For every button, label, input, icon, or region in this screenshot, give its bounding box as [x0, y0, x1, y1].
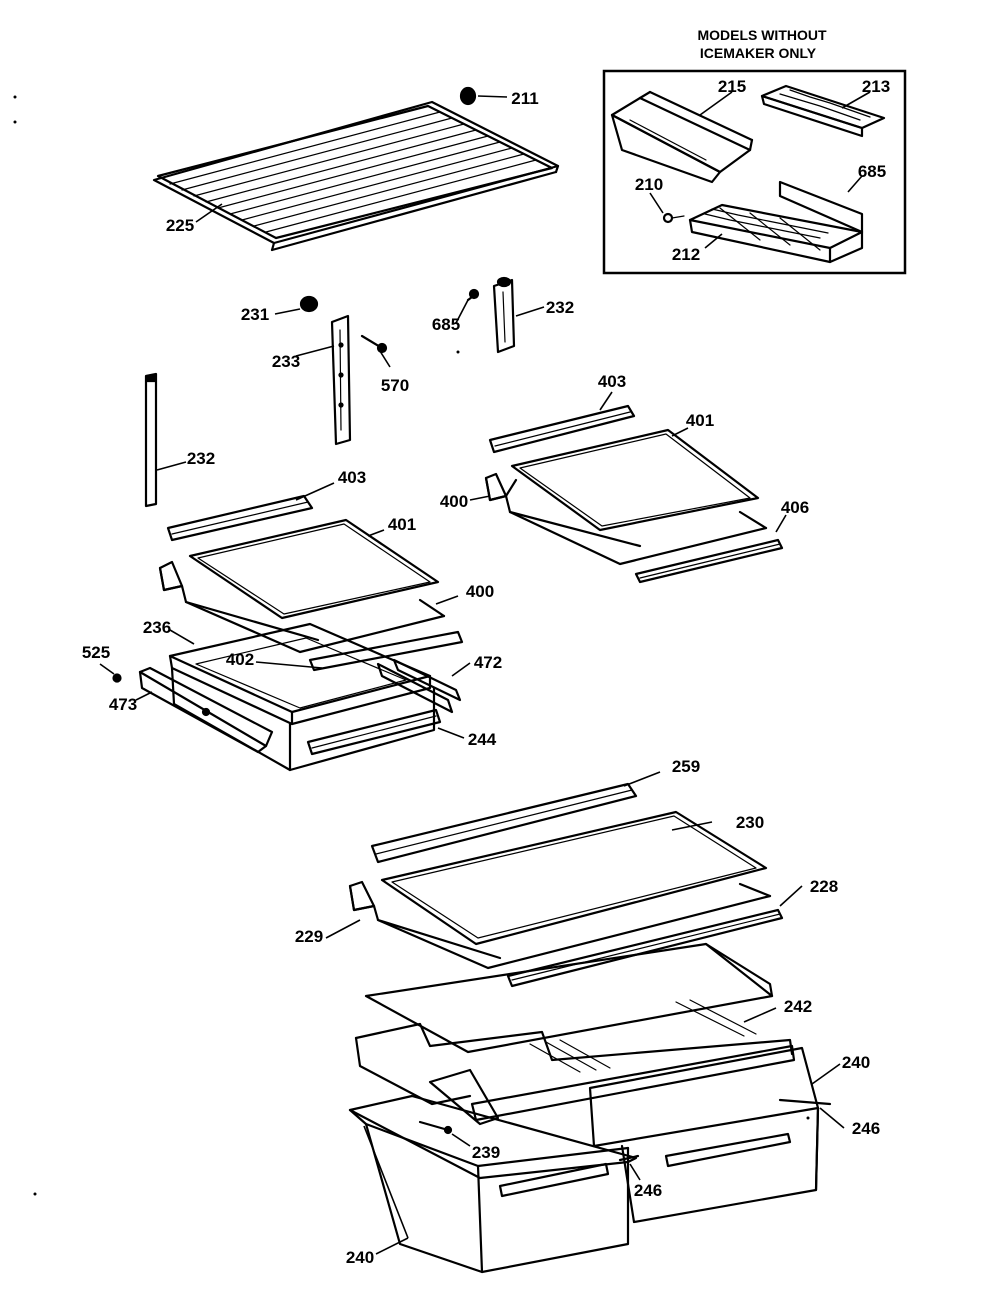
label-239: 239 [472, 1143, 500, 1162]
label-225: 225 [166, 216, 194, 235]
ice-bin-215 [610, 90, 754, 184]
shelf-stop-231 [299, 295, 319, 313]
label-246-right: 246 [852, 1119, 880, 1138]
label-401-left: 401 [388, 515, 416, 534]
label-240-left: 240 [346, 1248, 374, 1267]
label-240-right: 240 [842, 1053, 870, 1072]
shelf-frame-229 [348, 880, 772, 970]
pan-cover-236 [168, 622, 432, 726]
scan-speck [456, 350, 460, 354]
shelf-trim-259 [370, 782, 638, 864]
label-228: 228 [810, 877, 838, 896]
shelf-support-232-right [492, 276, 516, 354]
shelf-stop-211 [459, 86, 477, 106]
label-473: 473 [109, 695, 137, 714]
scan-speck [33, 1192, 37, 1196]
trim-front-402 [308, 630, 464, 672]
scan-speck [13, 95, 17, 99]
label-242: 242 [784, 997, 812, 1016]
label-230: 230 [736, 813, 764, 832]
pan-rail-246-right [778, 1098, 832, 1106]
shelf-support-232-left [144, 372, 158, 508]
ice-tray-213 [760, 84, 886, 138]
glass-401-right [510, 428, 760, 532]
label-402: 402 [226, 650, 254, 669]
crisper-cover-242 [364, 942, 774, 1054]
label-213: 213 [862, 77, 890, 96]
label-246-left: 246 [634, 1181, 662, 1200]
crisper-pan-240-left [348, 1094, 638, 1274]
label-215: 215 [718, 77, 746, 96]
glass-401-left [188, 518, 440, 620]
screw-210 [662, 212, 685, 224]
label-685-inset: 685 [858, 162, 886, 181]
wire-shelf-225 [152, 100, 560, 252]
ice-shelf-212 [688, 180, 864, 264]
label-236: 236 [143, 618, 171, 637]
screw-525 [112, 673, 122, 683]
shelf-trim-403-left [166, 494, 314, 542]
icemaker-inset: MODELS WITHOUT ICEMAKER ONLY [602, 27, 907, 275]
label-229: 229 [295, 927, 323, 946]
shelf-frame-400-right [484, 472, 768, 566]
inset-header-line1: MODELS WITHOUT [697, 27, 827, 43]
label-525: 525 [82, 643, 110, 662]
label-403-right: 403 [598, 372, 626, 391]
pan-rail-246-left [618, 1154, 640, 1162]
rail-472 [376, 658, 462, 714]
inset-frame [602, 69, 907, 275]
label-210: 210 [635, 175, 663, 194]
scan-speck [13, 120, 17, 124]
label-212: 212 [672, 245, 700, 264]
label-472: 472 [474, 653, 502, 672]
label-232-left: 232 [187, 449, 215, 468]
shelf-support-233 [330, 314, 352, 446]
label-570: 570 [381, 376, 409, 395]
label-685: 685 [432, 315, 460, 334]
label-233: 233 [272, 352, 300, 371]
label-403-left: 403 [338, 468, 366, 487]
shelf-trim-228 [506, 908, 784, 988]
label-400-right: 400 [440, 492, 468, 511]
shelf-trim-403-right [488, 404, 636, 454]
label-211: 211 [511, 89, 538, 108]
screw-570 [360, 334, 388, 354]
label-401-right: 401 [686, 411, 714, 430]
shelf-trim-406 [634, 538, 784, 584]
pan-rail-239 [418, 1120, 453, 1135]
crisper-pan-240-right [588, 1046, 820, 1224]
label-232-right: 232 [546, 298, 574, 317]
label-406: 406 [781, 498, 809, 517]
scan-speck [806, 1116, 810, 1120]
label-259: 259 [672, 757, 700, 776]
glass-230 [380, 810, 768, 946]
label-244: 244 [468, 730, 497, 749]
inset-header-line2: ICEMAKER ONLY [700, 45, 817, 61]
label-231: 231 [241, 305, 269, 324]
label-400-left: 400 [466, 582, 494, 601]
screw-685 [466, 288, 480, 302]
drawer-front-473 [138, 666, 274, 754]
cover-glass-402 [195, 637, 407, 709]
